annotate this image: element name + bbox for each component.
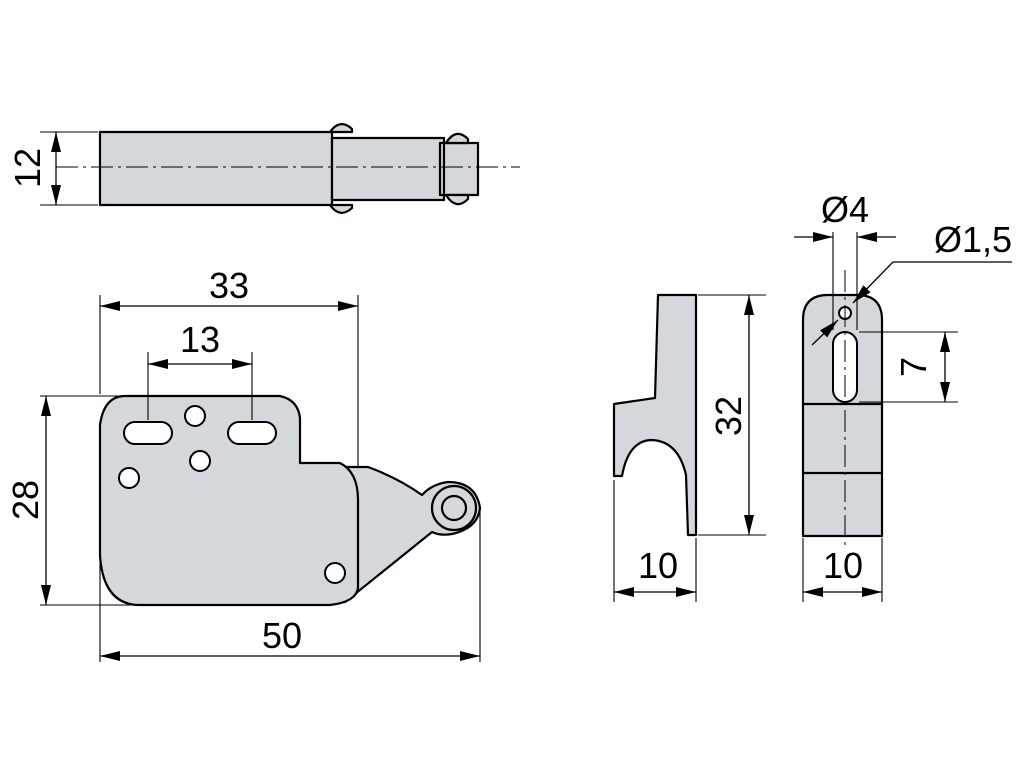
top-nub-4: [444, 193, 470, 206]
dim-13-label: 13: [180, 319, 220, 360]
front-view: 33 13 28 50: [5, 265, 482, 662]
dim-28-label: 28: [5, 480, 46, 520]
hole-1: [184, 405, 206, 427]
dim-32-label: 32: [708, 396, 749, 436]
top-body: [98, 130, 334, 207]
dim-10-side-label: 10: [638, 545, 678, 586]
end-view: Ø4 Ø1,5 7 10: [794, 189, 1012, 602]
dim-12-label: 12: [7, 148, 48, 188]
hole-2: [189, 450, 211, 472]
side-view: 32 10: [612, 293, 766, 602]
top-roller-head: [438, 141, 480, 197]
slot-left: [123, 421, 173, 445]
front-body: [98, 394, 360, 607]
front-roller-inner: [440, 494, 468, 522]
top-nub-2: [328, 203, 354, 214]
dim-10-end-label: 10: [823, 545, 863, 586]
top-plunger: [330, 136, 446, 202]
dim-d4-label: Ø4: [821, 189, 869, 230]
side-hook: [612, 293, 698, 537]
dim-33-label: 33: [209, 265, 249, 306]
dim-d15-label: Ø1,5: [934, 219, 1012, 260]
dim-50-label: 50: [262, 615, 302, 656]
end-body: [801, 293, 884, 538]
slot-right: [227, 421, 277, 445]
hole-4: [324, 562, 346, 584]
dim-7-label: 7: [893, 357, 934, 377]
top-nub-1: [328, 123, 354, 134]
top-nub-3: [444, 132, 470, 145]
hole-3: [118, 467, 140, 489]
top-view: 12: [7, 123, 520, 214]
